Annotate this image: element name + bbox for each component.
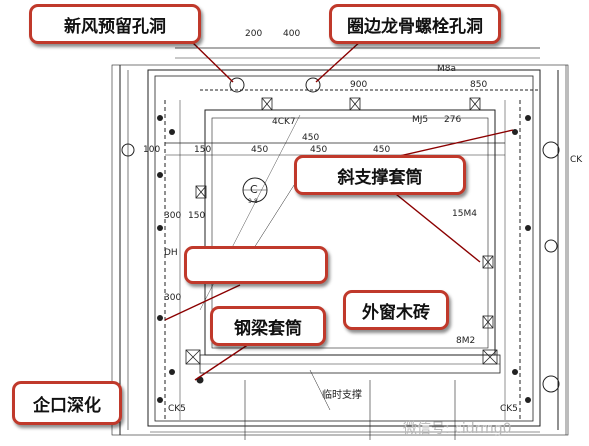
watermark: 微信号: cidrmg0 bbox=[403, 421, 512, 437]
mark-dh: DH bbox=[164, 248, 178, 258]
dim-450a: 450 bbox=[251, 145, 268, 155]
embedded-part-box bbox=[482, 255, 494, 269]
embedded-part-box bbox=[482, 315, 494, 329]
dim-450b: 450 bbox=[310, 145, 327, 155]
bolt-hole bbox=[305, 77, 321, 93]
fresh-air-hole bbox=[229, 77, 245, 93]
dim-100: 100 bbox=[143, 145, 160, 155]
mark-15m4: 15M4 bbox=[452, 209, 477, 219]
panel-outline bbox=[147, 69, 541, 427]
dim-200: 200 bbox=[245, 29, 262, 39]
dim-276: 276 bbox=[444, 115, 461, 125]
callout-steel-beam-sleeve: 钢梁套筒 bbox=[210, 306, 326, 346]
embedded-part-box bbox=[349, 97, 361, 111]
dim-400: 400 bbox=[283, 29, 300, 39]
mark-mj5: MJ5 bbox=[412, 115, 428, 125]
dim-300b: 300 bbox=[164, 293, 181, 303]
embedded-part-box bbox=[469, 97, 481, 111]
mark-c: C bbox=[250, 183, 258, 196]
mark-m8a: M8a bbox=[437, 64, 456, 74]
embedded-part-box bbox=[482, 349, 498, 365]
dim-850: 850 bbox=[470, 80, 487, 90]
dim-300a: 300 bbox=[164, 211, 181, 221]
mark-sub: 9-8 bbox=[248, 198, 258, 205]
callout-ring-joist-bolt-hole: 圈边龙骨螺栓孔洞 bbox=[329, 4, 501, 44]
mark-ck5a: CK5 bbox=[168, 404, 186, 414]
callout-outer-window-block: 外窗木砖 bbox=[343, 290, 449, 330]
embedded-part-box bbox=[195, 185, 207, 199]
callout-rebate-deepening: 企口深化 bbox=[12, 381, 122, 425]
callout-diagonal-brace-sleeve: 斜支撑套筒 bbox=[294, 155, 466, 195]
callout-fresh-air-hole: 新风预留孔洞 bbox=[29, 4, 201, 44]
dim-150a: 150 bbox=[194, 145, 211, 155]
dim-450c: 450 bbox=[373, 145, 390, 155]
dim-450-top: 450 bbox=[302, 133, 319, 143]
embedded-part-box bbox=[185, 349, 201, 365]
mark-4ck7: 4CK7 bbox=[272, 117, 296, 127]
temp-support-label: 临时支撑 bbox=[322, 388, 362, 401]
embedded-part-box bbox=[261, 97, 273, 111]
mark-ck5b: CK5 bbox=[500, 404, 518, 414]
mark-ck-right: CK bbox=[570, 155, 583, 165]
callout-blank bbox=[184, 246, 328, 284]
dim-150b: 150 bbox=[188, 211, 205, 221]
mark-8m2: 8M2 bbox=[456, 336, 475, 346]
dim-900: 900 bbox=[350, 80, 367, 90]
